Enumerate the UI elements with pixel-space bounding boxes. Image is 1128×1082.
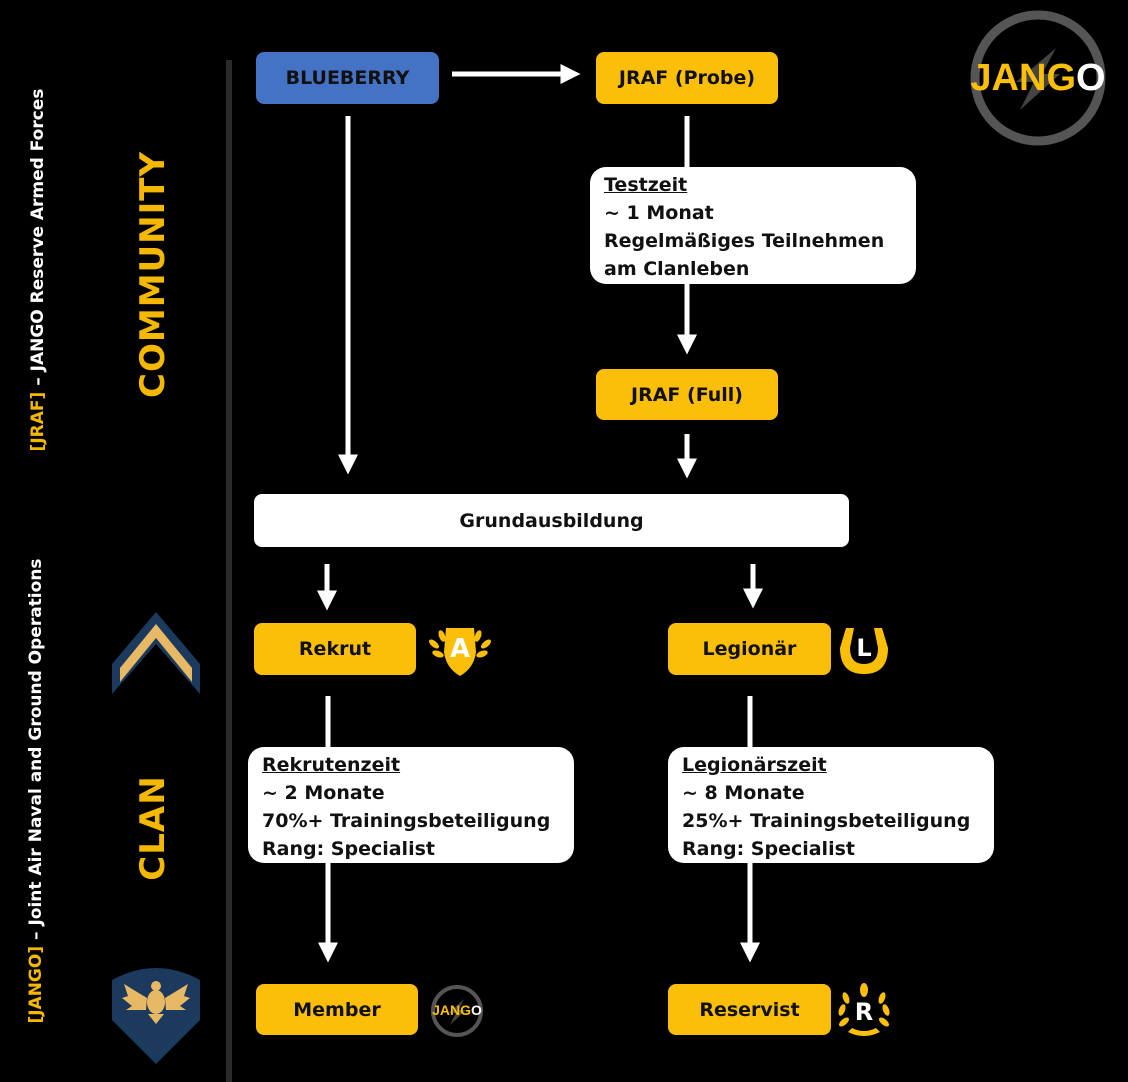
laurel-r-badge-icon: R: [836, 982, 892, 1040]
card-rekrutenzeit: Rekrutenzeit ~ 2 Monate 70%+ Trainingsbe…: [248, 747, 574, 863]
node-reservist: Reservist: [668, 984, 831, 1035]
vertical-divider: [226, 60, 232, 1082]
node-jraf-probe: JRAF (Probe): [596, 52, 778, 104]
card-testzeit-line: Regelmäßiges Teilnehmen: [604, 230, 885, 252]
jango-logo-icon: JANGO: [968, 8, 1108, 148]
card-testzeit-line: ~ 1 Monat: [604, 202, 714, 224]
node-rekrut: Rekrut: [254, 623, 416, 675]
node-member: Member: [256, 984, 418, 1035]
laurel-a-badge-icon: A: [426, 622, 494, 678]
card-rekrutenzeit-line: 70%+ Trainingsbeteiligung: [262, 810, 551, 832]
card-testzeit-title: Testzeit: [604, 174, 688, 196]
node-blueberry: BLUEBERRY: [256, 52, 439, 104]
badge-l-letter: L: [856, 634, 872, 662]
logo-jang-text: JANG: [970, 57, 1076, 99]
node-legionaer: Legionär: [668, 623, 831, 675]
card-rekrutenzeit-line: Rang: Specialist: [262, 838, 435, 860]
card-testzeit: Testzeit ~ 1 Monat Regelmäßiges Teilnehm…: [590, 167, 916, 284]
badge-o-text: O: [471, 1002, 482, 1018]
badge-jang-text: JANG: [432, 1002, 471, 1018]
node-jraf-full: JRAF (Full): [596, 369, 778, 420]
horseshoe-l-badge-icon: L: [836, 622, 892, 678]
jango-small-logo-icon: JANGO: [429, 983, 485, 1039]
card-rekrutenzeit-line: ~ 2 Monate: [262, 782, 385, 804]
card-testzeit-line: am Clanleben: [604, 258, 750, 280]
card-legionaerszeit-title: Legionärszeit: [682, 754, 827, 776]
card-legionaerszeit-line: Rang: Specialist: [682, 838, 855, 860]
card-legionaerszeit-line: ~ 8 Monate: [682, 782, 805, 804]
card-rekrutenzeit-title: Rekrutenzeit: [262, 754, 401, 776]
card-legionaerszeit-line: 25%+ Trainingsbeteiligung: [682, 810, 971, 832]
badge-a-letter: A: [449, 634, 471, 664]
badge-r-letter: R: [854, 998, 874, 1026]
card-legionaerszeit: Legionärszeit ~ 8 Monate 25%+ Trainingsb…: [668, 747, 994, 863]
logo-o-text: O: [1076, 57, 1106, 99]
chevron-rank-icon: [112, 612, 200, 694]
node-grundausbildung: Grundausbildung: [254, 494, 849, 547]
eagle-specialist-rank-icon: [112, 968, 200, 1064]
